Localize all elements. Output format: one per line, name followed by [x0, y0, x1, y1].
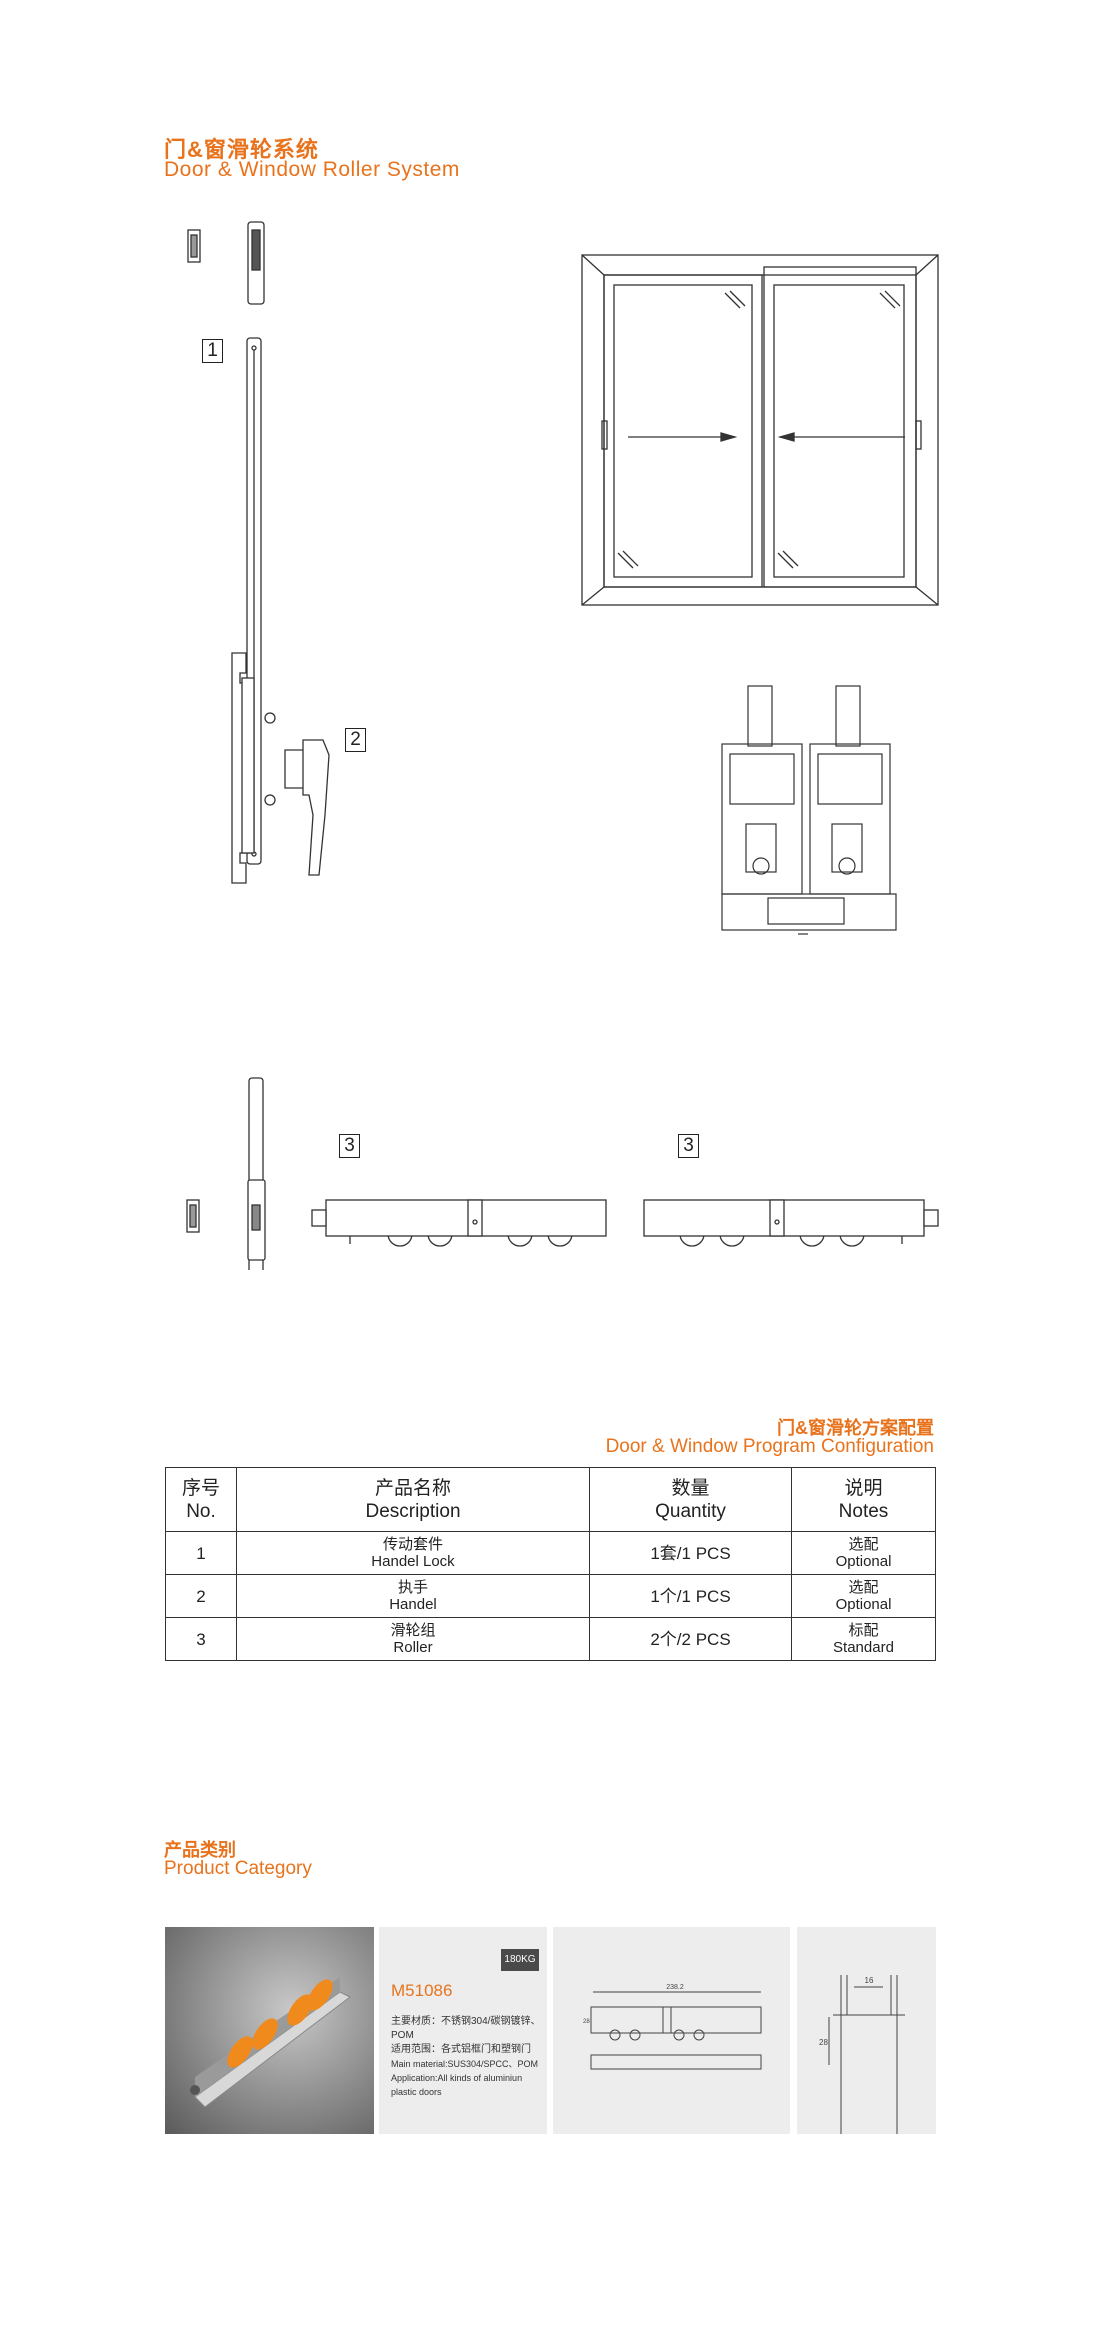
side-dimension-panel: 238.2 28 — [553, 1927, 790, 2134]
col-no-en: No. — [186, 1500, 216, 1522]
part-label-1: 1 — [202, 339, 223, 363]
category-title-en: Product Category — [164, 1858, 312, 1879]
product-photo — [165, 1927, 374, 2134]
part-label-2: 2 — [345, 728, 366, 752]
col-qty-cn: 数量 — [671, 1477, 710, 1499]
row-desc-cn: 执手 — [397, 1579, 428, 1596]
material-cn-label: 主要材质： — [391, 2016, 441, 2027]
row-qty: 2个/2 PCS — [589, 1617, 792, 1661]
config-title-cn: 门&窗滑轮方案配置 — [777, 1418, 934, 1438]
category-title-cn: 产品类别 — [164, 1840, 236, 1860]
row-desc-cn: 传动套件 — [382, 1536, 443, 1553]
row-note-cn: 标配 — [848, 1622, 879, 1639]
config-title-en: Door & Window Program Configuration — [605, 1436, 934, 1457]
product-spec-panel: 180KG M51086 主要材质：不锈钢304/碳钢镀锌、POM 适用范围：各… — [379, 1927, 547, 2134]
application-en: Application:All kinds of aluminiun plast… — [391, 2073, 523, 2097]
cross-section-drawing — [721, 685, 897, 935]
roller-drawing-left — [311, 1199, 607, 1247]
profile-dimension-drawing: 16 28 — [819, 1975, 905, 2157]
row-note-en: Standard — [833, 1639, 894, 1656]
roller-photo-illustration — [190, 1977, 351, 2108]
profile-dimension-panel: 16 28 — [797, 1927, 936, 2157]
row-qty: 1套/1 PCS — [589, 1531, 792, 1575]
material-cn: 不锈钢304/碳钢镀锌、POM — [391, 2016, 541, 2041]
roller-dimension-drawing: 238.2 28 — [583, 1984, 762, 2070]
row-note-en: Optional — [835, 1553, 892, 1570]
row-no: 2 — [165, 1574, 237, 1618]
title-en: Door & Window Roller System — [164, 158, 460, 181]
row-no: 3 — [165, 1617, 237, 1661]
handle-lock-drawing — [186, 221, 330, 1270]
row-note-cn: 选配 — [848, 1579, 879, 1596]
model-number: M51086 — [391, 1981, 453, 2000]
col-notes-en: Notes — [838, 1500, 889, 1522]
col-desc-en: Description — [365, 1500, 461, 1522]
row-note-cn: 选配 — [848, 1536, 879, 1553]
col-notes-cn: 说明 — [844, 1477, 883, 1499]
row-qty: 1个/1 PCS — [589, 1574, 792, 1618]
part-label-3b: 3 — [678, 1134, 699, 1158]
dim-small: 28 — [583, 2019, 590, 2025]
part-label-3a: 3 — [339, 1134, 360, 1158]
title-cn: 门&窗滑轮系统 — [164, 137, 319, 162]
row-desc-en: Handel — [389, 1596, 437, 1613]
row-note-en: Optional — [835, 1596, 892, 1613]
sliding-window-drawing — [581, 254, 939, 606]
dim-height: 28 — [819, 2038, 828, 2047]
row-desc-cn: 滑轮组 — [390, 1622, 436, 1639]
row-desc-en: Handel Lock — [371, 1553, 455, 1570]
col-no-cn: 序号 — [181, 1477, 220, 1499]
application-cn: 各式铝框门和塑钢门 — [441, 2044, 531, 2055]
roller-drawing-right — [643, 1199, 939, 1247]
load-badge: 180KG — [501, 1949, 539, 1971]
col-desc-cn: 产品名称 — [374, 1477, 451, 1499]
row-desc-en: Roller — [393, 1639, 433, 1656]
application-cn-label: 适用范围： — [391, 2044, 441, 2055]
material-en: Main material:SUS304/SPCC、POM — [391, 2059, 539, 2069]
dim-width: 16 — [865, 1976, 874, 1985]
col-qty-en: Quantity — [655, 1500, 726, 1522]
row-no: 1 — [165, 1531, 237, 1575]
dim-length: 238.2 — [666, 1984, 684, 1991]
